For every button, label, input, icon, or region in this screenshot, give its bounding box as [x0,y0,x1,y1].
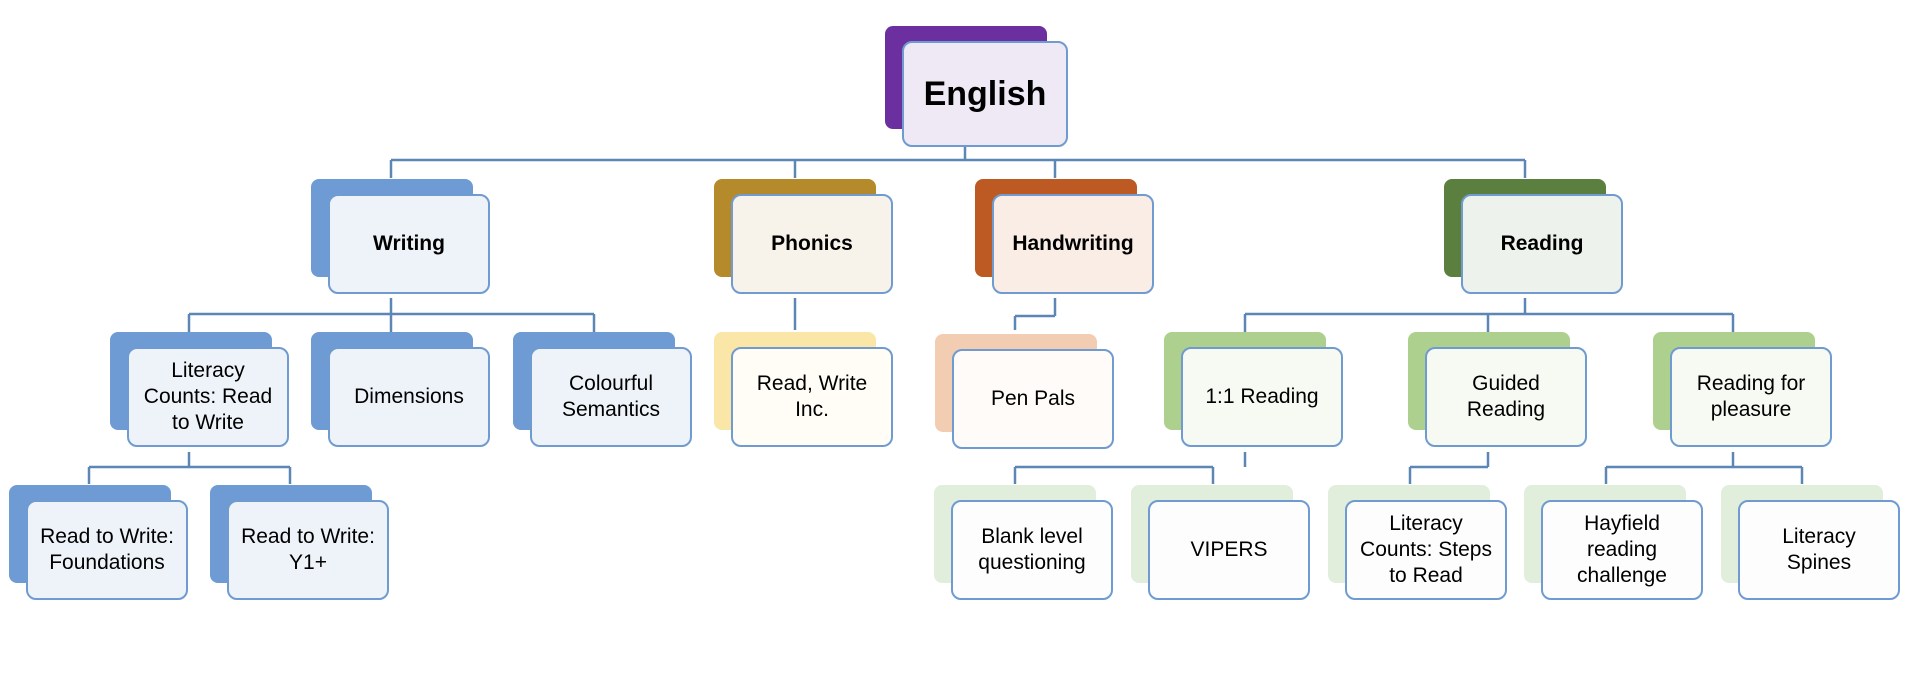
node-card: Read, Write Inc. [731,347,893,447]
node-card: Literacy Counts: Read to Write [127,347,289,447]
node-label: Reading [1500,232,1584,255]
node-label: Literacy Counts: Read to Write [143,359,273,434]
node-card: Reading [1461,194,1623,294]
node-phonics: Phonics [714,179,893,294]
node-label: English [923,75,1047,113]
node-label: Blank level questioning [978,525,1086,574]
node-label: Read to Write: Foundations [40,525,174,574]
node-english: English [885,26,1068,147]
node-label: Read, Write Inc. [756,372,868,421]
node-card: Dimensions [328,347,490,447]
node-label: Read to Write: Y1+ [241,525,375,574]
node-card: Writing [328,194,490,294]
node-card: Blank level questioning [951,500,1113,600]
node-card: English [902,41,1068,147]
node-card: Literacy Counts: Steps to Read [1345,500,1507,600]
node-label: Literacy Spines [1782,525,1856,574]
node-literacy-counts-read-to-write: Literacy Counts: Read to Write [110,332,289,447]
node-pen-pals: Pen Pals [935,334,1114,449]
node-card: Colourful Semantics [530,347,692,447]
node-label: VIPERS [1190,538,1268,561]
node-card: Literacy Spines [1738,500,1900,600]
node-hayfield-reading-challenge: Hayfield reading challenge [1524,485,1703,600]
node-reading: Reading [1444,179,1623,294]
node-reading-for-pleasure: Reading for pleasure [1653,332,1832,447]
node-label: Phonics [771,232,853,255]
node-label: Colourful Semantics [561,372,661,421]
node-card: Reading for pleasure [1670,347,1832,447]
node-read-to-write-y1: Read to Write: Y1+ [210,485,389,600]
node-card: Phonics [731,194,893,294]
node-blank-level-questioning: Blank level questioning [934,485,1113,600]
node-card: VIPERS [1148,500,1310,600]
node-vipers: VIPERS [1131,485,1310,600]
node-card: Read to Write: Y1+ [227,500,389,600]
node-card: Pen Pals [952,349,1114,449]
node-label: Dimensions [354,385,464,408]
node-label: Pen Pals [990,387,1076,410]
node-card: Handwriting [992,194,1154,294]
node-label: Reading for pleasure [1696,372,1806,421]
node-card: Guided Reading [1425,347,1587,447]
node-read-to-write-foundations: Read to Write: Foundations [9,485,188,600]
node-card: Hayfield reading challenge [1541,500,1703,600]
node-literacy-spines: Literacy Spines [1721,485,1900,600]
node-label: Literacy Counts: Steps to Read [1360,512,1492,587]
node-label: Handwriting [1012,232,1134,255]
node-label: 1:1 Reading [1205,385,1319,408]
node-handwriting: Handwriting [975,179,1154,294]
node-colourful-semantics: Colourful Semantics [513,332,692,447]
node-label: Guided Reading [1466,372,1546,421]
node-writing: Writing [311,179,490,294]
node-label: Hayfield reading challenge [1577,512,1667,587]
node-1-1-reading: 1:1 Reading [1164,332,1343,447]
node-dimensions: Dimensions [311,332,490,447]
node-card: 1:1 Reading [1181,347,1343,447]
node-guided-reading: Guided Reading [1408,332,1587,447]
node-card: Read to Write: Foundations [26,500,188,600]
node-read-write-inc: Read, Write Inc. [714,332,893,447]
node-literacy-counts-steps-to-read: Literacy Counts: Steps to Read [1328,485,1507,600]
node-label: Writing [373,232,445,255]
